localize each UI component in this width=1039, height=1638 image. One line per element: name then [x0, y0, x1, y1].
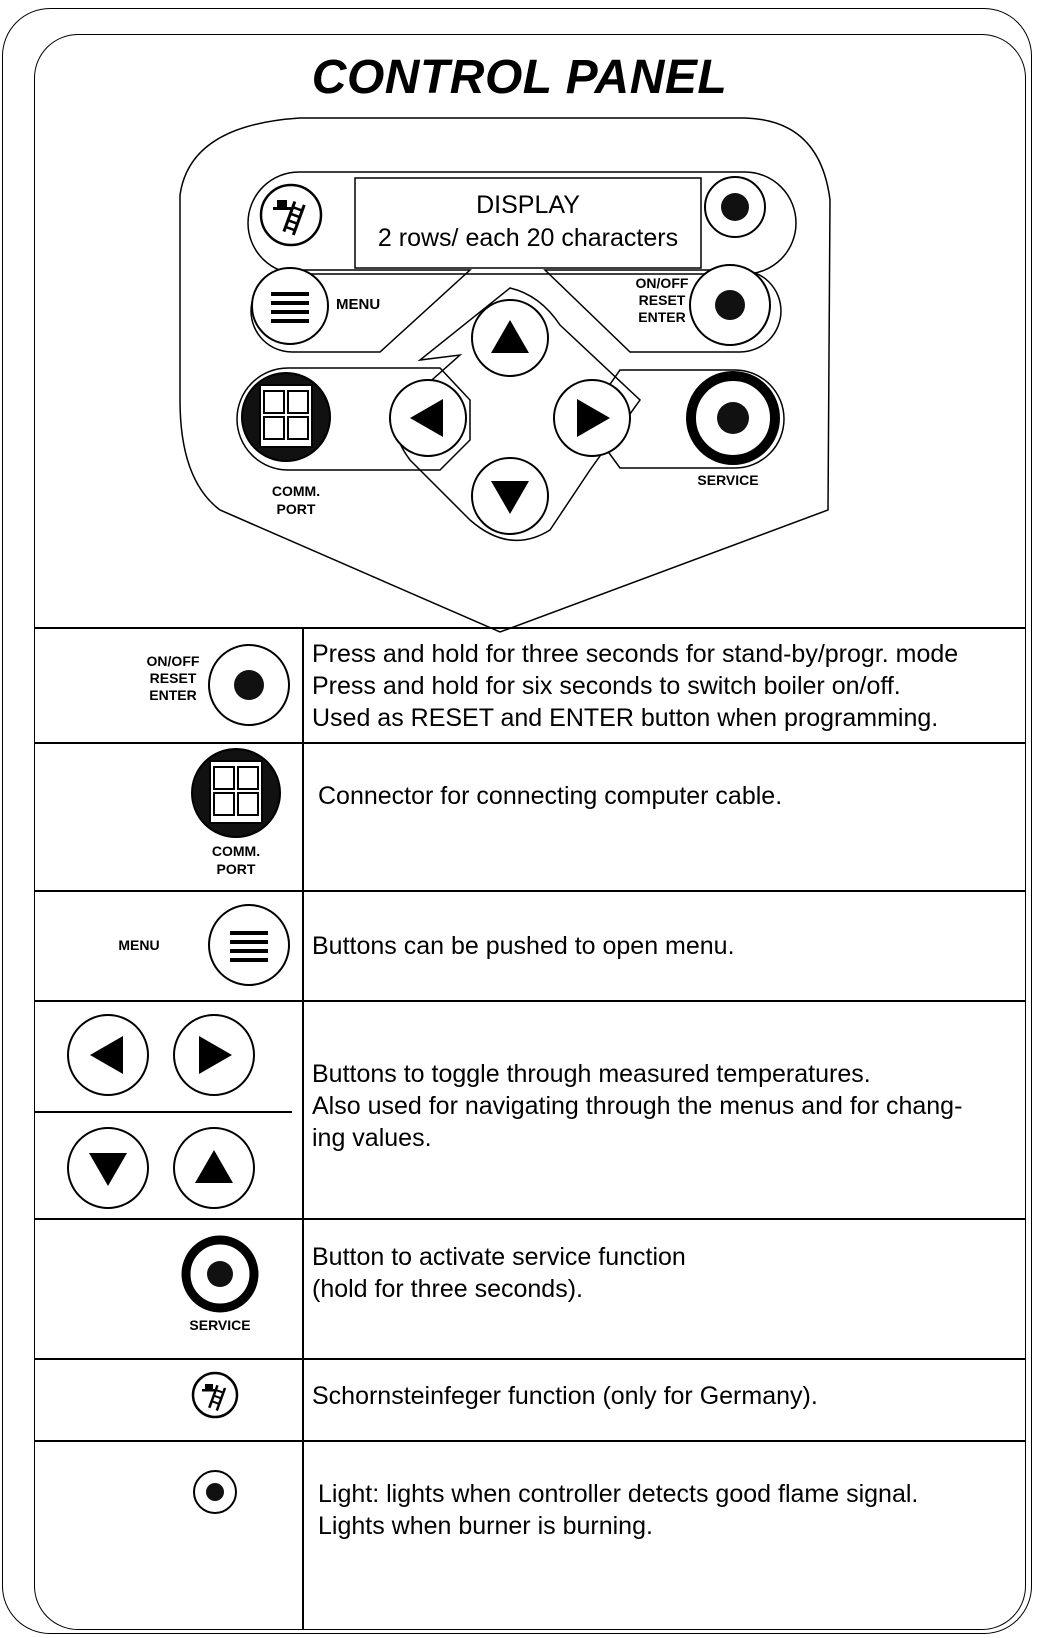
display	[354, 177, 702, 269]
service-icon-label: SERVICE	[189, 1317, 250, 1333]
onoff-icon-label-1: ON/OFF	[147, 653, 200, 669]
service-groove	[584, 369, 785, 469]
arrow-left-button	[389, 379, 467, 457]
arrow-down-button	[471, 457, 549, 535]
comm-groove	[236, 367, 471, 471]
row-divider	[34, 1358, 1026, 1360]
service-label: SERVICE	[697, 472, 758, 488]
service-button	[686, 371, 780, 465]
flame-light-indicator	[704, 176, 766, 238]
description-line: Buttons can be pushed to open menu.	[312, 932, 735, 960]
arrow-up-button	[471, 299, 549, 377]
row-divider	[34, 1218, 1026, 1220]
onoff-label-1: ON/OFF	[636, 275, 689, 291]
schornstein-description: Schornsteinfeger function (only for Germ…	[312, 1380, 818, 1412]
comm-label-2: PORT	[277, 501, 316, 517]
row-divider	[34, 1440, 1026, 1442]
table-top-border	[34, 627, 1026, 629]
onoff-description: Press and hold for three seconds for sta…	[312, 638, 958, 734]
description-line: (hold for three seconds).	[312, 1275, 583, 1303]
outer-frame	[2, 8, 1032, 1634]
inner-frame	[34, 34, 1026, 1630]
menu-label: MENU	[336, 296, 380, 313]
menu-icon-label: MENU	[118, 937, 159, 953]
comm-icon-label-1: COMM.	[212, 843, 260, 859]
display-groove	[247, 171, 797, 275]
arrow-left-icon	[67, 1014, 149, 1096]
description-line: Lights when burner is burning.	[318, 1512, 653, 1540]
comm-icon-label-2: PORT	[217, 861, 256, 877]
row-icons: ON/OFF RESET ENTER COMM. PORT MENU	[67, 644, 290, 1514]
service-icon	[181, 1235, 259, 1313]
description-line: Schornsteinfeger function (only for Germ…	[312, 1382, 818, 1410]
row-divider	[34, 1000, 1026, 1002]
light-description: Light: lights when controller detects go…	[318, 1478, 918, 1542]
arrow-up-icon	[173, 1127, 255, 1209]
onoff-label-3: ENTER	[638, 309, 685, 325]
row-divider	[34, 890, 1026, 892]
onoff-reset-enter-button	[689, 264, 771, 346]
arrows-description: Buttons to toggle through measured tempe…	[312, 1058, 962, 1154]
description-line: Also used for navigating through the men…	[312, 1092, 963, 1120]
row-sub-divider	[34, 1111, 292, 1113]
schornsteinfeger-icon	[259, 183, 323, 247]
display-line-2: 2 rows/ each 20 characters	[378, 224, 678, 252]
arrow-right-icon	[173, 1014, 255, 1096]
panel-outline	[179, 117, 831, 633]
comm-port-connector	[241, 372, 331, 462]
comm-label-1: COMM.	[272, 483, 320, 499]
menu-description: Buttons can be pushed to open menu.	[312, 930, 735, 962]
description-line: Press and hold for three seconds for sta…	[312, 640, 959, 668]
description-line: Light: lights when controller detects go…	[318, 1480, 919, 1508]
arrow-right-button	[553, 379, 631, 457]
comm-description: Connector for connecting computer cable.	[318, 780, 782, 812]
description-line: Connector for connecting computer cable.	[318, 782, 783, 810]
onoff-label-2: RESET	[639, 292, 686, 308]
menu-button	[251, 267, 329, 345]
arrow-down-icon	[67, 1127, 149, 1209]
onoff-reset-enter-icon	[208, 644, 290, 726]
onoff-icon-label-3: ENTER	[149, 687, 196, 703]
service-description: Button to activate service function (hol…	[312, 1241, 686, 1305]
description-line: Button to activate service function	[312, 1243, 686, 1271]
row-divider	[34, 742, 1026, 744]
comm-port-icon	[191, 748, 281, 838]
display-line-1: DISPLAY	[476, 191, 580, 219]
description-line: Buttons to toggle through measured tempe…	[312, 1060, 871, 1088]
description-line: ing values.	[312, 1124, 432, 1152]
page-title: CONTROL PANEL	[311, 51, 728, 104]
menu-icon	[208, 904, 290, 986]
description-line: Used as RESET and ENTER button when prog…	[312, 704, 939, 732]
column-divider	[302, 627, 304, 1630]
description-line: Press and hold for six seconds to switch…	[312, 672, 901, 700]
light-indicator-icon	[193, 1470, 237, 1514]
schornsteinfeger-row-icon	[191, 1371, 239, 1419]
control-panel-diagram: DISPLAY 2 rows/ each 20 characters MENU	[179, 117, 831, 633]
onoff-icon-label-2: RESET	[150, 670, 197, 686]
